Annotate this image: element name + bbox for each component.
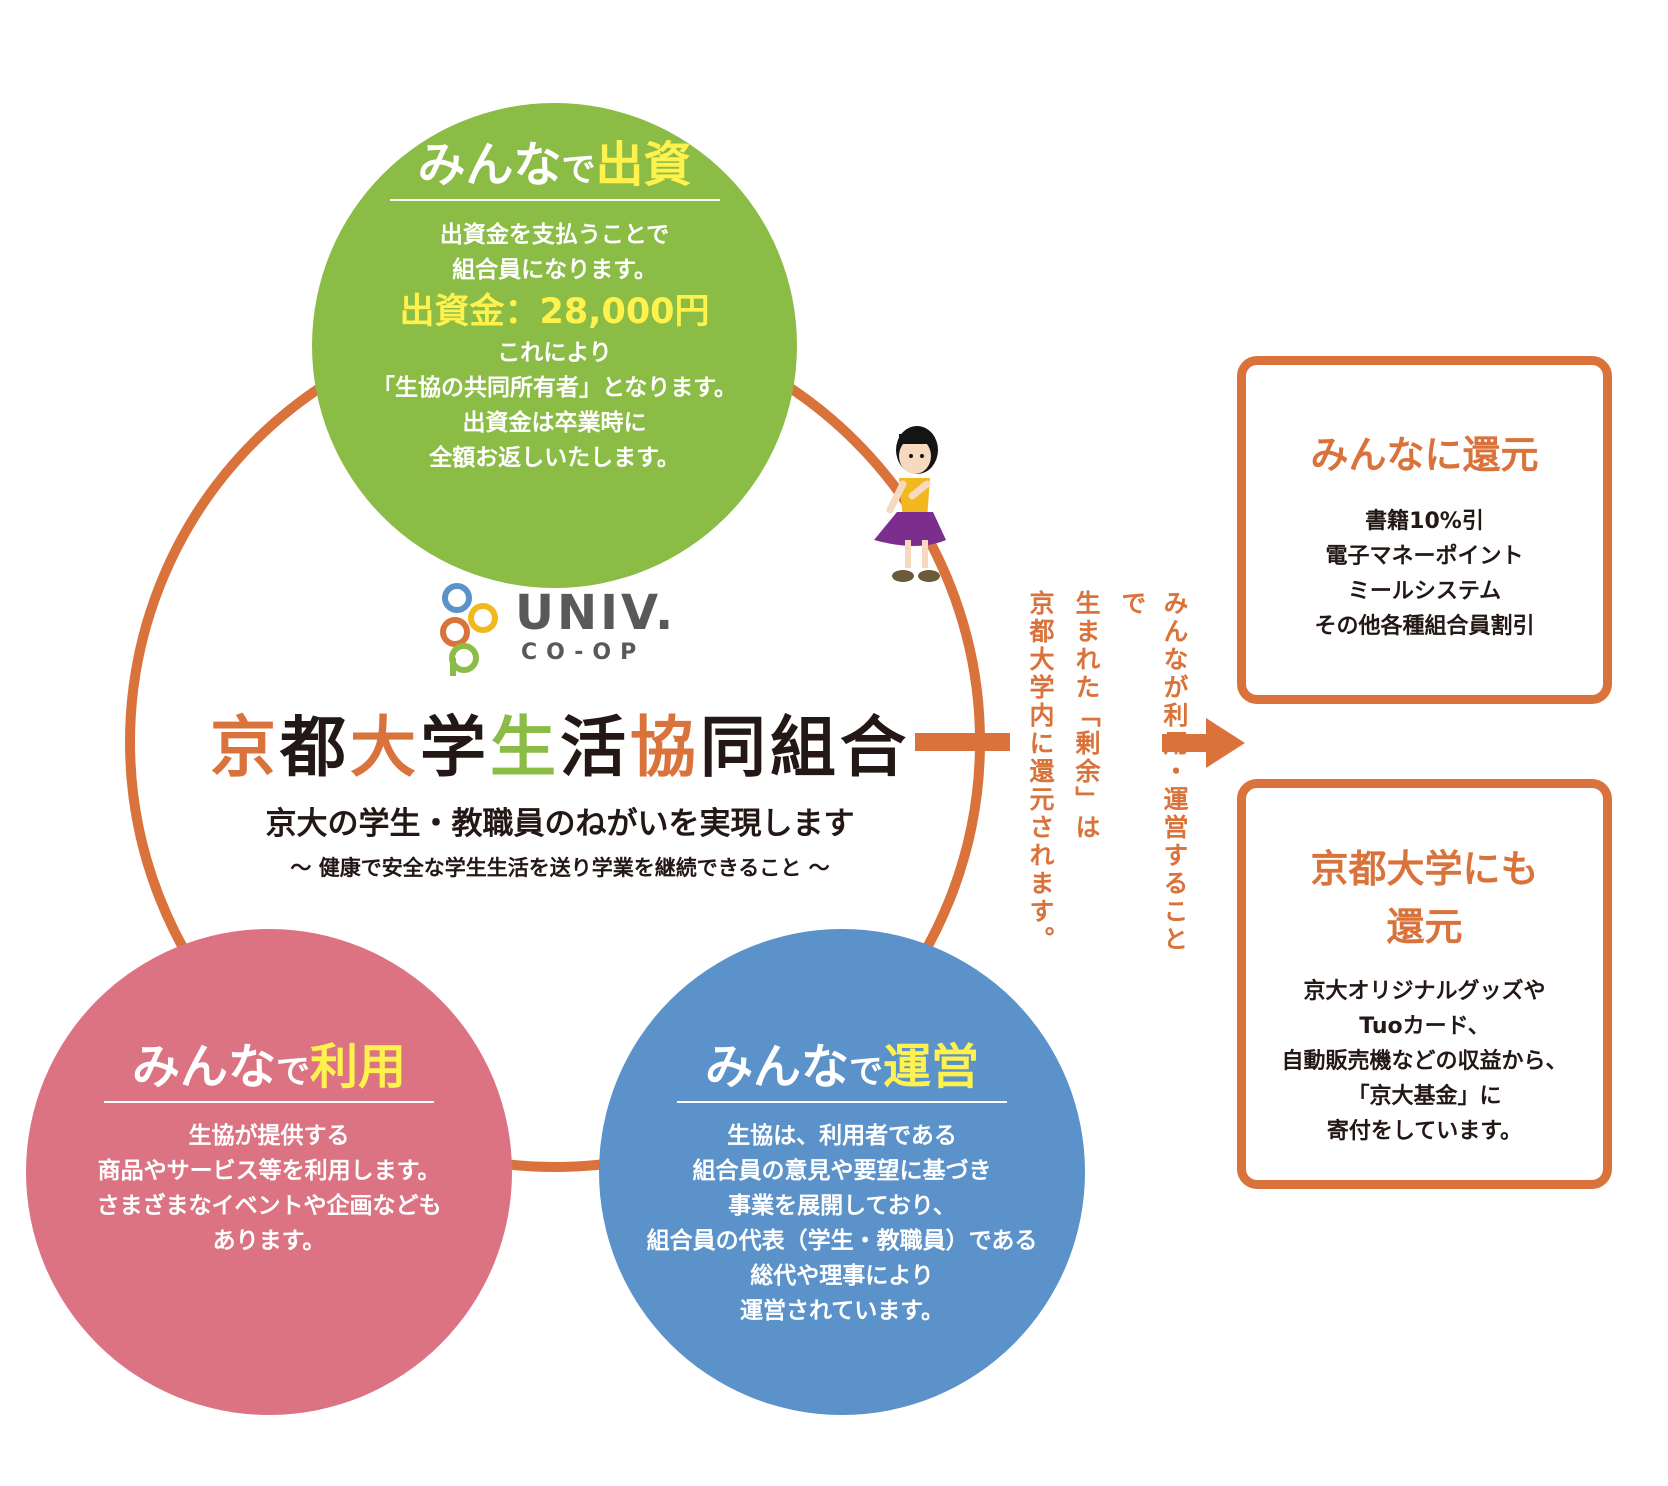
logo-sub: CO-OP: [521, 640, 646, 665]
title-char: 学: [420, 709, 490, 786]
title-char: 活: [560, 709, 630, 786]
operate-divider: [677, 1101, 1007, 1103]
invest-amount: 出資金：28,000円: [399, 292, 710, 332]
invest-circle: みんなで出資 出資金を支払うことで 組合員になります。 出資金：28,000円 …: [312, 103, 797, 588]
logo-word: UNIV.: [515, 585, 677, 641]
arrow-right-icon: [1162, 718, 1245, 768]
operate-title: みんなで運営: [704, 1039, 980, 1095]
title-char: 協: [630, 709, 700, 786]
title-char: 生: [490, 709, 560, 786]
coop-logo: UNIV. CO-OP: [437, 578, 677, 678]
invest-body: 出資金を支払うことで 組合員になります。 出資金：28,000円 これにより 「…: [312, 218, 797, 476]
flow-text-col3: 京都大学内に還元されます。: [1026, 590, 1055, 954]
title-char: 大: [350, 709, 420, 786]
invest-divider: [390, 199, 720, 201]
title-char: 組: [770, 709, 840, 786]
use-body: 生協が提供する 商品やサービス等を利用します。 さまざまなイベントや企画なども …: [96, 1123, 442, 1254]
center-tagline: 〜 健康で安全な学生生活を送り学業を継続できること 〜: [290, 856, 830, 880]
return-members-title: みんなに還元: [1310, 433, 1539, 477]
operate-circle: みんなで運営 生協は、利用者である 組合員の意見や要望に基づき 事業を展開してお…: [599, 929, 1085, 1415]
operate-body: 生協は、利用者である 組合員の意見や要望に基づき 事業を展開しており、 組合員の…: [646, 1123, 1038, 1324]
return-members-body: 書籍10%引 電子マネーポイント ミールシステム その他各種組合員割引: [1314, 509, 1535, 639]
return-university-box: 京都大学にも 還元 京大オリジナルグッズや Tuoカード、 自動販売機などの収益…: [1237, 779, 1612, 1189]
title-char: 京: [210, 709, 280, 786]
return-university-body: 京大オリジナルグッズや Tuoカード、 自動販売機などの収益から、 「京大基金」…: [1281, 979, 1568, 1144]
title-char: 都: [280, 709, 350, 786]
coop-rings-icon: [440, 583, 498, 676]
invest-title: みんなで出資: [417, 137, 692, 193]
use-circle: みんなで利用 生協が提供する 商品やサービス等を利用します。 さまざまなイベント…: [26, 929, 512, 1415]
title-char: 同: [700, 709, 770, 786]
title-char: 合: [840, 709, 910, 786]
center-subtitle: 京大の学生・教職員のねがいを実現します: [265, 806, 855, 842]
return-members-box: みんなに還元 書籍10%引 電子マネーポイント ミールシステム その他各種組合員…: [1237, 356, 1612, 704]
use-divider: [104, 1101, 434, 1103]
flow-text-col1: みんなが利用・運営することで: [1118, 590, 1189, 954]
use-title: みんなで利用: [131, 1039, 407, 1095]
return-university-title: 京都大学にも 還元: [1310, 847, 1539, 949]
flow-text-col2: 生まれた「剰余」は: [1072, 590, 1101, 842]
organization-title: 京都大学生活協同組合: [180, 694, 940, 790]
girl-illustration: [874, 426, 946, 582]
